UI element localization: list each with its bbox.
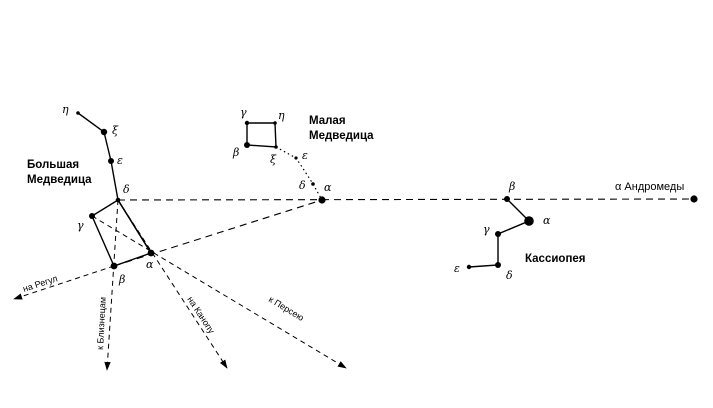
um-name-line2: Медведица — [27, 174, 92, 186]
label-um-beta: β — [118, 273, 125, 286]
star-cas-delta — [495, 262, 501, 268]
direction-canopus-label: на Канопу — [185, 295, 217, 336]
cassiopeia-stars — [466, 196, 534, 270]
ursa-minor-box-line — [246, 122, 277, 148]
star-umi-epsilon — [294, 156, 298, 160]
label-um-delta: δ — [123, 183, 130, 196]
cassiopeia-name: Кассиопея — [525, 253, 586, 265]
star-cas-alpha — [524, 216, 534, 226]
label-cas-alpha: α — [543, 214, 551, 227]
label-um-eta: η — [62, 103, 69, 116]
label-cas-beta: β — [508, 180, 515, 193]
label-umi-gamma: γ — [240, 106, 247, 119]
label-cas-gamma: γ — [483, 223, 490, 236]
star-umi-delta — [311, 182, 315, 186]
label-um-epsilon: ε — [117, 154, 123, 167]
star-um-epsilon — [108, 158, 114, 164]
star-umi-beta — [244, 142, 250, 148]
guide-line-delta-to-andromeda — [117, 198, 695, 201]
guide-line-perseus — [91, 215, 347, 369]
star-umi-gamma — [244, 120, 250, 126]
guide-line-gemini — [104, 199, 119, 371]
star-andromeda-alpha — [690, 195, 698, 203]
ursa-major-stars — [76, 111, 155, 270]
star-um-eta — [76, 111, 80, 115]
guide-line-pointer-to-polaris — [113, 199, 323, 267]
star-cas-epsilon — [466, 264, 472, 270]
star-um-beta — [110, 262, 118, 270]
star-um-delta — [115, 197, 121, 203]
ursa-major-bowl-side — [117, 199, 152, 254]
guide-line-canopus — [117, 199, 228, 369]
ursa-minor-tail-line — [275, 146, 323, 201]
ursa-minor-stars — [244, 120, 326, 204]
label-cas-delta: δ — [506, 269, 513, 282]
label-umi-beta: β — [232, 146, 239, 159]
direction-regulus-label: на Регул — [22, 273, 59, 294]
star-um-gamma — [89, 213, 95, 219]
direction-perseus-label: к Персею — [267, 294, 306, 323]
label-um-xi: ξ — [112, 124, 119, 137]
star-umi-alpha — [318, 196, 326, 204]
label-cas-epsilon: ε — [454, 262, 460, 275]
star-umi-eta — [273, 121, 277, 125]
andromeda-label: α Андромеды — [615, 181, 684, 193]
star-cas-gamma — [495, 231, 501, 237]
umi-name-line1: Малая — [309, 115, 346, 127]
star-cas-beta — [504, 196, 510, 202]
label-umi-xi: ξ — [270, 153, 277, 166]
star-um-alpha — [147, 249, 155, 257]
label-umi-eta: η — [278, 109, 285, 122]
label-um-gamma: γ — [77, 219, 84, 232]
direction-gemini-label: к Близнецам — [95, 297, 108, 350]
ursa-major-handle-line — [77, 112, 119, 201]
star-um-xi — [100, 128, 108, 136]
star-umi-xi — [274, 145, 278, 149]
um-name-line1: Большая — [27, 159, 79, 171]
ursa-major-bowl-line — [91, 199, 153, 267]
label-umi-epsilon: ε — [302, 149, 308, 162]
label-um-alpha: α — [146, 258, 154, 271]
label-umi-alpha: α — [324, 181, 332, 194]
umi-name-line2: Медведица — [309, 130, 374, 142]
label-umi-delta: δ — [299, 179, 306, 192]
